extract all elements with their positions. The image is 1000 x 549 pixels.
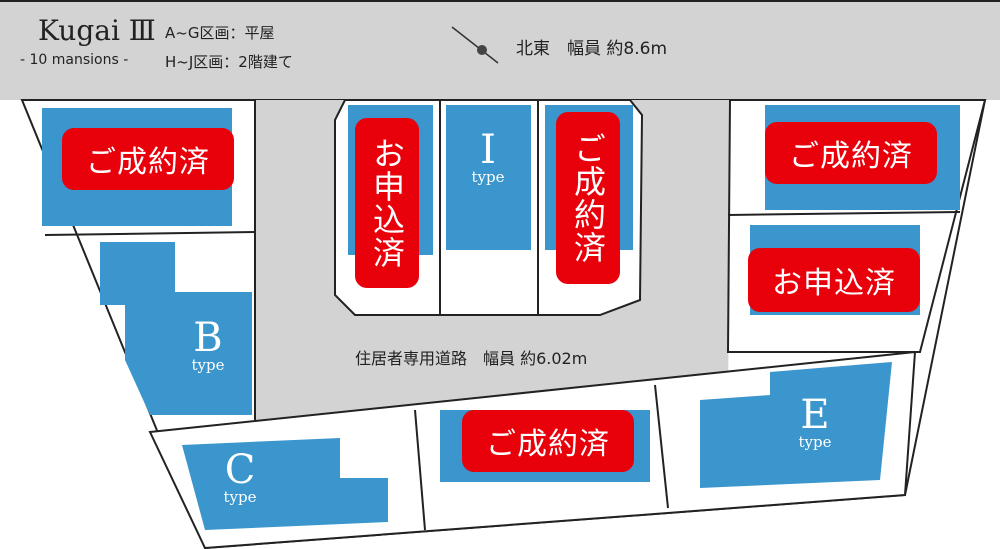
building-i bbox=[446, 105, 531, 250]
north-road bbox=[0, 0, 1000, 100]
building-c bbox=[182, 438, 388, 530]
lot-j-status-badge: ご成約済 bbox=[556, 112, 620, 284]
lot-h-status-badge: お申込済 bbox=[355, 118, 419, 288]
private-road-label: 住居者専用道路 幅員 約6.02m bbox=[355, 349, 588, 368]
lot-a-status-badge: ご成約済 bbox=[62, 128, 234, 190]
north-road-label: 北東 幅員 約8.6m bbox=[516, 39, 667, 59]
lot-d-status-badge: ご成約済 bbox=[462, 410, 634, 472]
building-b bbox=[100, 242, 252, 415]
lot-g-status-badge: ご成約済 bbox=[765, 122, 937, 184]
site-title: Kugai Ⅲ bbox=[38, 14, 156, 47]
lot-f-status-badge: お申込済 bbox=[748, 248, 920, 312]
note-single-story: A~G区画：平屋 bbox=[165, 24, 275, 42]
building-e bbox=[700, 362, 892, 488]
note-two-story: H~J区画：2階建て bbox=[165, 53, 293, 71]
site-subtitle: - 10 mansions - bbox=[20, 52, 129, 68]
compass-icon bbox=[451, 26, 499, 64]
